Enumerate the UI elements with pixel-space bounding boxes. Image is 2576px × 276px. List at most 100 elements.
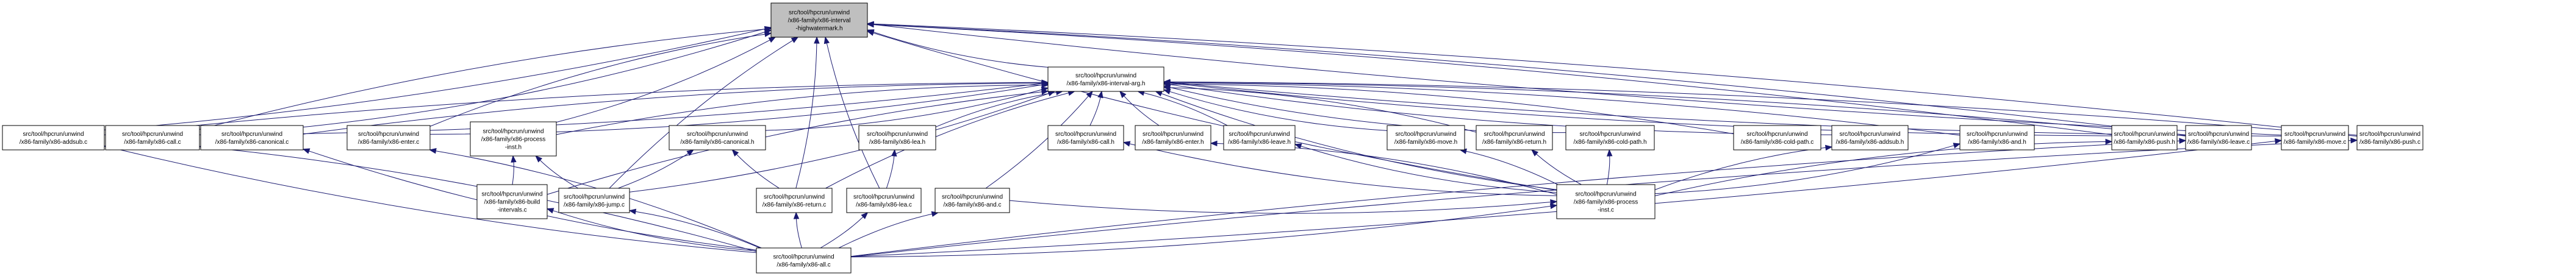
node-move-h[interactable]: src/tool/hpcrun/unwind/x86-family/x86-mo… [1387,125,1465,150]
node-leave-c[interactable]: src/tool/hpcrun/unwind/x86-family/x86-le… [2185,125,2252,150]
node-label-line: /x86-family/x86-process [1574,199,1638,206]
node-box [346,125,431,150]
node-call-h[interactable]: src/tool/hpcrun/unwind/x86-family/x86-ca… [1047,125,1124,150]
node-cold-path-c[interactable]: src/tool/hpcrun/unwind/x86-family/x86-co… [1733,125,1821,150]
edge-line [1169,91,1388,131]
node-call-c[interactable]: src/tool/hpcrun/unwind/x86-family/x86-ca… [105,125,200,150]
node-label-line: -highwatermark.h [795,26,842,32]
arrowhead-icon [793,211,800,219]
node-label-line: src/tool/hpcrun/unwind [789,10,850,16]
arrowhead-icon [1041,89,1049,95]
node-label-line: src/tool/hpcrun/unwind [564,194,625,200]
arrowhead-icon [764,31,772,37]
edge-line [1606,155,1610,185]
node-label-line: src/tool/hpcrun/unwind [687,131,748,138]
node-label-line: /x86-family/x86-build [484,199,540,206]
edge-process-inst-c-to-hwm-h [866,30,1557,191]
edge-call-c-to-hwm-h [199,26,772,130]
node-leave-h[interactable]: src/tool/hpcrun/unwind/x86-family/x86-le… [1223,125,1296,150]
node-label-line: /x86-family/x86-cold-path.h [1573,139,1646,146]
node-move-c[interactable]: src/tool/hpcrun/unwind/x86-family/x86-mo… [2281,125,2349,150]
edge-canonical-c-to-hwm-h [303,29,772,128]
node-lea-h[interactable]: src/tool/hpcrun/unwind/x86-family/x86-le… [858,125,936,150]
node-all-c[interactable]: src/tool/hpcrun/unwind/x86-family/x86-al… [756,247,852,274]
edge-line [1169,81,2358,136]
node-label-line: src/tool/hpcrun/unwind [1484,131,1545,138]
edge-all-c-to-process-inst-c [850,203,1558,258]
arrowhead-icon [1531,149,1539,157]
edge-line [985,96,1089,189]
node-build-intervals-c[interactable]: src/tool/hpcrun/unwind/x86-family/x86-bu… [476,184,548,219]
arrowhead-icon [2275,138,2283,144]
node-box [858,125,936,150]
edge-jump-c-to-hwm-h [609,37,799,189]
arrowhead-icon [302,148,310,154]
arrowhead-icon [1163,79,1171,85]
node-canonical-h[interactable]: src/tool/hpcrun/unwind/x86-family/x86-ca… [669,125,766,150]
node-addsub-h[interactable]: src/tool/hpcrun/unwind/x86-family/x86-ad… [1831,125,1909,150]
node-label-line: /x86-family/x86-addsub.c [20,139,87,146]
node-return-h[interactable]: src/tool/hpcrun/unwind/x86-family/x86-re… [1476,125,1553,150]
edge-line [873,24,2186,135]
node-return-c[interactable]: src/tool/hpcrun/unwind/x86-family/x86-re… [756,188,833,213]
node-label-line: /x86-family/x86-lea.c [856,202,912,208]
node-push-c[interactable]: src/tool/hpcrun/unwind/x86-family/x86-pu… [2356,125,2424,150]
node-box [476,184,548,219]
node-label-line: -inst.c [1598,207,1614,214]
node-label-line: src/tool/hpcrun/unwind [1395,131,1456,138]
node-label-line: /x86-family/x86-leave.h [1228,139,1291,146]
edge-return-c-to-hwm-h [795,36,820,189]
node-arg-h[interactable]: src/tool/hpcrun/unwind/x86-family/x86-in… [1047,66,1164,92]
edge-push-c-to-arg-h [1163,79,2358,136]
arrowhead-icon [1097,90,1103,99]
edge-process-inst-c-to-return-h [1531,149,1582,185]
node-label-line: /x86-family/x86-and.c [943,202,1001,208]
edge-build-intervals-c-to-arg-h [547,89,1049,195]
edge-line [1089,97,1101,126]
node-addsub-c[interactable]: src/tool/hpcrun/unwind/x86-family/x86-ad… [2,125,105,150]
node-box [756,247,852,274]
node-label-line: /x86-family/x86-push.h [2114,139,2175,146]
node-label-line: src/tool/hpcrun/unwind [358,131,419,138]
arrowhead-icon [768,37,777,43]
node-label-line: src/tool/hpcrun/unwind [2359,131,2420,138]
node-push-h[interactable]: src/tool/hpcrun/unwind/x86-family/x86-pu… [2111,125,2178,150]
arrowhead-icon [1953,143,1961,149]
arrowhead-icon [1606,149,1613,157]
node-label-line: /x86-family/x86-interval-arg.h [1067,80,1146,87]
node-box [2356,125,2424,150]
arrowhead-icon [1155,91,1163,97]
edge-line [618,153,689,189]
edge-process-inst-h-to-hwm-h [556,37,777,123]
node-label-line: -inst.h [505,144,522,151]
node-label-line: src/tool/hpcrun/unwind [867,131,928,138]
node-box [1476,125,1553,150]
node-process-inst-h[interactable]: src/tool/hpcrun/unwind/x86-family/x86-pr… [470,121,557,157]
edge-return-c-to-canonical-h [731,149,780,189]
node-and-c[interactable]: src/tool/hpcrun/unwind/x86-family/x86-an… [935,188,1010,213]
node-enter-h[interactable]: src/tool/hpcrun/unwind/x86-family/x86-en… [1135,125,1211,150]
node-label-line: src/tool/hpcrun/unwind [853,194,914,200]
edge-build-intervals-c-to-process-inst-h [511,155,517,185]
node-jump-c[interactable]: src/tool/hpcrun/unwind/x86-family/x86-ju… [558,188,630,213]
node-cold-path-h[interactable]: src/tool/hpcrun/unwind/x86-family/x86-co… [1565,125,1655,150]
node-and-h[interactable]: src/tool/hpcrun/unwind/x86-family/x86-an… [1959,125,2035,150]
node-box [756,188,833,213]
node-canonical-c[interactable]: src/tool/hpcrun/unwind/x86-family/x86-ca… [200,125,304,150]
edge-line [556,40,770,123]
node-label-line: /x86-family/x86-leave.c [2187,139,2250,146]
edge-line [1654,147,1826,190]
node-process-inst-c[interactable]: src/tool/hpcrun/unwind/x86-family/x86-pr… [1556,184,1656,219]
node-enter-c[interactable]: src/tool/hpcrun/unwind/x86-family/x86-en… [346,125,431,150]
nodes-layer: src/tool/hpcrun/unwind/x86-family/x86-in… [2,2,2424,274]
node-label-line: /x86-family/x86-all.c [777,262,830,269]
edge-call-h-to-arg-h [1089,90,1103,126]
node-box [1387,125,1465,150]
node-lea-c[interactable]: src/tool/hpcrun/unwind/x86-family/x86-le… [846,188,922,213]
arrowhead-icon [628,208,637,215]
edge-line [820,216,864,249]
arrowhead-icon [1047,91,1055,96]
node-label-line: /x86-family/x86-process [481,136,546,143]
edge-line [873,32,1557,191]
